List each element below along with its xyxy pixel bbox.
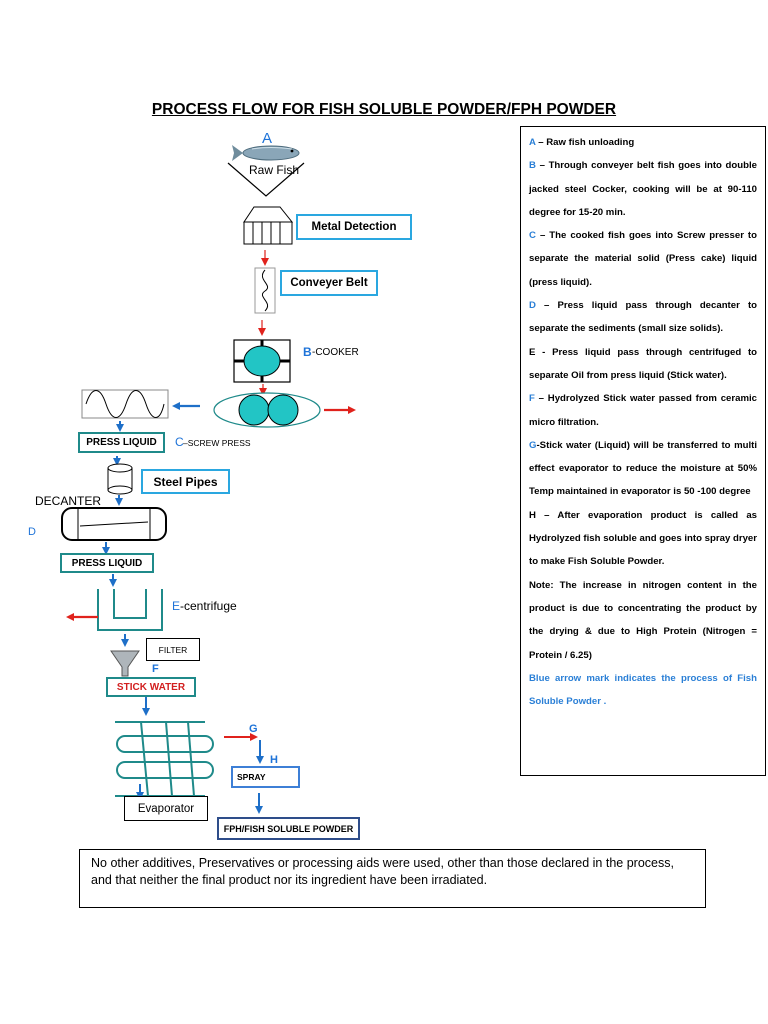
legend-entry: A – Raw fish unloading — [529, 131, 757, 154]
legend-blue-note: Blue arrow mark indicates the process of… — [529, 672, 757, 708]
press-liquid-box-2: PRESS LIQUID — [60, 553, 154, 573]
raw-fish-label: Raw Fish — [249, 163, 300, 177]
legend-text: – Hydrolyzed Stick water passed from cer… — [529, 393, 757, 428]
legend-text: – Through conveyer belt fish goes into d… — [529, 160, 757, 218]
funnel-filter-icon — [110, 650, 140, 677]
screw-press-icon — [213, 392, 321, 428]
legend-entry: G-Stick water (Liquid) will be transferr… — [529, 434, 757, 504]
legend-key: G — [529, 439, 537, 451]
steel-pipe-icon — [107, 463, 133, 495]
legend-text: -Stick water (Liquid) will be transferre… — [529, 439, 757, 498]
step-g-letter: G — [249, 723, 258, 735]
step-c-letter: C — [175, 435, 184, 449]
legend-text: Note: The increase in nitrogen content i… — [529, 579, 757, 661]
legend-entry: C – The cooked fish goes into Screw pres… — [529, 224, 757, 294]
evaporator-box: Evaporator — [124, 796, 208, 821]
legend-key: F — [529, 393, 535, 405]
press-liquid-box-1: PRESS LIQUID — [78, 432, 165, 453]
step-d-letter: D — [28, 526, 36, 538]
legend-entry: F – Hydrolyzed Stick water passed from c… — [529, 387, 757, 434]
decanter-label: DECANTER — [35, 494, 102, 508]
steel-pipes-box: Steel Pipes — [141, 469, 230, 494]
step-e-letter: E — [172, 599, 181, 613]
cooker-label: -COOKER — [312, 347, 359, 358]
step-f-letter: F — [152, 663, 159, 675]
legend-key: A — [529, 137, 536, 148]
conveyer-belt-icon — [254, 267, 276, 314]
legend-key: C — [529, 230, 536, 242]
final-product-box: FPH/FISH SOLUBLE POWDER — [217, 817, 360, 840]
fish-icon — [232, 145, 300, 161]
legend-entry: E - Press liquid pass through centrifuge… — [529, 341, 757, 388]
legend-text: E - Press liquid pass through centrifuge… — [529, 346, 757, 381]
step-b-letter: B — [303, 345, 312, 359]
screw-press-label: –SCREW PRESS — [183, 438, 251, 448]
legend-entry: D – Press liquid pass through decanter t… — [529, 294, 757, 341]
legend-key: D — [529, 300, 536, 312]
conveyer-belt-box: Conveyer Belt — [280, 270, 378, 296]
legend-key: B — [529, 160, 536, 172]
hopper-funnel — [227, 162, 305, 197]
step-a-letter: A — [262, 130, 273, 147]
legend-entry: B – Through conveyer belt fish goes into… — [529, 154, 757, 224]
spray-box: SPRAY — [231, 766, 300, 788]
cooker-icon — [233, 339, 291, 383]
page-title: PROCESS FLOW FOR FISH SOLUBLE POWDER/FPH… — [151, 101, 617, 118]
filter-box: FILTER — [146, 638, 200, 661]
step-h-letter: H — [270, 754, 278, 766]
stick-water-box: STICK WATER — [106, 677, 196, 697]
legend-text: H – After evaporation product is called … — [529, 509, 757, 568]
legend-text: – Raw fish unloading — [535, 137, 635, 148]
legend-entry: H – After evaporation product is called … — [529, 504, 757, 574]
metal-detection-box: Metal Detection — [296, 214, 412, 240]
legend-text: – The cooked fish goes into Screw presse… — [529, 230, 757, 288]
decanter-icon — [61, 507, 167, 541]
metal-detector-icon — [243, 206, 294, 245]
footer-note: No other additives, Preservatives or pro… — [79, 849, 706, 908]
evaporator-icon — [115, 721, 214, 797]
legend-text: – Press liquid pass through decanter to … — [529, 300, 757, 335]
press-liquid-tank-icon — [81, 389, 169, 419]
legend-entry: Note: The increase in nitrogen content i… — [529, 574, 757, 667]
centrifuge-label: -centrifuge — [180, 599, 237, 613]
centrifuge-icon — [97, 589, 163, 631]
